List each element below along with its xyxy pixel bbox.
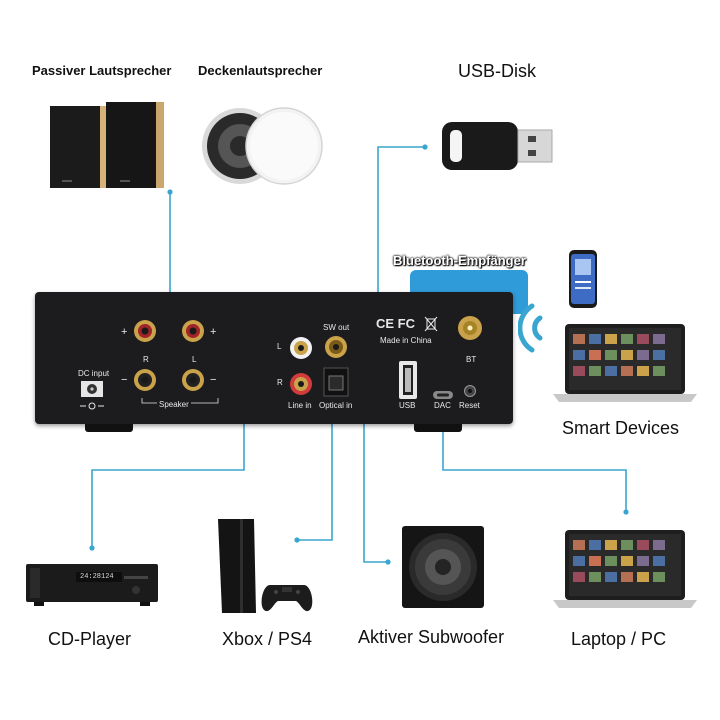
sw-out-label: SW out — [323, 323, 350, 332]
weee-bin-icon — [424, 316, 438, 332]
usb-disk-label: USB-Disk — [458, 61, 537, 81]
speaker-terminals[interactable] — [130, 316, 210, 396]
smartphone-icon — [569, 250, 597, 308]
dc-input-label: DC input — [78, 369, 110, 378]
dac-label: DAC — [434, 401, 451, 410]
bluetooth-receiver-label: Bluetooth-Empfänger — [393, 253, 526, 268]
bt-antenna-connector[interactable] — [456, 314, 484, 342]
cd-player-icon — [26, 564, 158, 606]
line-in-rca-jacks[interactable] — [287, 335, 315, 399]
speaker-label: Speaker — [157, 400, 191, 409]
dc-polarity-icon — [80, 402, 104, 410]
ceiling-speakers-icon — [202, 107, 323, 185]
line-in-l-label: L — [277, 342, 282, 351]
plus-right: + — [210, 326, 217, 338]
amplifier-back-panel — [35, 292, 513, 424]
laptop-top-icon — [553, 324, 697, 402]
console-icon — [218, 519, 313, 613]
laptop-pc-label: Laptop / PC — [571, 629, 667, 649]
line-in-r-label: R — [277, 378, 283, 387]
optical-in-label: Optical in — [319, 401, 353, 410]
usb-label: USB — [399, 401, 416, 410]
bt-label: BT — [466, 355, 477, 364]
usb-stick-icon — [442, 122, 553, 170]
minus-left: − — [121, 374, 128, 386]
laptop-bottom-icon — [553, 530, 697, 608]
passive-speakers-label: Passiver Lautsprecher — [32, 63, 172, 78]
dc-input-jack[interactable] — [80, 380, 104, 398]
ce-fc-mark: CE FC — [376, 316, 415, 331]
reset-label: Reset — [459, 401, 480, 410]
minus-right: − — [210, 374, 217, 386]
cd-display-text: 24:28124 — [80, 573, 114, 581]
cd-player-label: CD-Player — [48, 629, 132, 649]
amplifier-foot-right — [414, 424, 462, 432]
speaker-l-label: L — [192, 355, 197, 364]
plus-left: + — [121, 326, 128, 338]
dac-port[interactable] — [432, 390, 454, 400]
optical-in-port[interactable] — [322, 366, 350, 398]
ceiling-speakers-label: Deckenlautsprecher — [198, 63, 323, 78]
subwoofer-icon — [402, 526, 484, 608]
reset-button[interactable] — [463, 384, 477, 398]
speaker-r-label: R — [143, 355, 149, 364]
made-in-label: Made in China — [380, 336, 432, 345]
active-subwoofer-label: Aktiver Subwoofer — [358, 627, 505, 647]
smart-devices-label: Smart Devices — [562, 418, 680, 438]
usb-port[interactable] — [398, 360, 418, 400]
amplifier-foot-left — [85, 424, 133, 432]
wireless-signal-icon — [518, 303, 543, 353]
passive-speakers-icon — [50, 102, 164, 188]
line-in-label: Line in — [288, 401, 312, 410]
sw-out-rca-jack[interactable] — [322, 333, 350, 361]
xbox-ps4-label: Xbox / PS4 — [222, 629, 313, 649]
